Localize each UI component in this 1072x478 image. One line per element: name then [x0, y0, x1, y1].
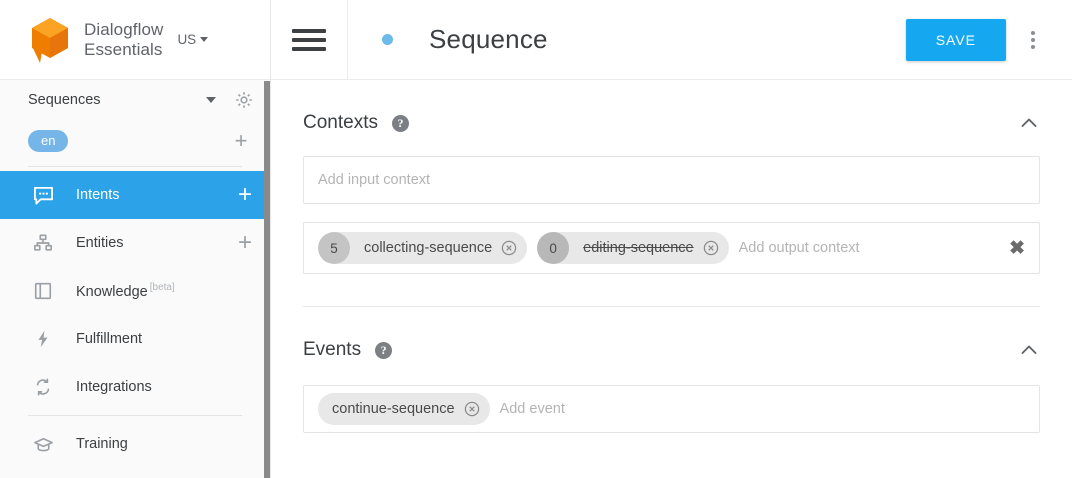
output-context-chip[interactable]: 0 editing-sequence — [537, 232, 729, 264]
events-section: Events ? continue-sequence — [303, 307, 1040, 433]
caret-down-icon[interactable] — [206, 97, 216, 103]
language-chip-en[interactable]: en — [28, 130, 69, 152]
sidebar-item-fulfillment[interactable]: Fulfillment — [0, 315, 270, 363]
help-circle-icon[interactable]: ? — [391, 114, 409, 132]
brand-name: Dialogflow Essentials — [84, 20, 163, 60]
event-placeholder: Add event — [499, 401, 565, 417]
language-row: en + — [0, 120, 270, 162]
circle-x-icon[interactable] — [703, 240, 719, 256]
chevron-up-icon[interactable] — [1018, 112, 1040, 134]
sidebar-item-label: Training — [76, 436, 128, 452]
sidebar-item-entities[interactable]: Entities + — [0, 219, 270, 267]
add-language-button[interactable]: + — [234, 128, 248, 153]
circle-x-icon[interactable] — [464, 401, 480, 417]
sidebar-item-integrations[interactable]: Integrations — [0, 363, 270, 411]
sidebar-item-knowledge[interactable]: Knowledge[beta] — [0, 267, 270, 315]
enabled-status-dot — [382, 34, 393, 45]
brand-name-line1: Dialogflow — [84, 19, 164, 39]
section-divider — [303, 306, 1040, 307]
title-area: Sequence — [348, 24, 906, 55]
save-button[interactable]: SAVE — [905, 18, 1006, 61]
output-context-field[interactable]: 5 collecting-sequence 0 editing-sequence — [303, 222, 1040, 274]
content-area: Contexts ? Add input context 5 collectin… — [271, 80, 1072, 433]
context-name: collecting-sequence — [364, 240, 493, 256]
input-context-placeholder: Add input context — [318, 172, 431, 188]
help-circle-icon[interactable]: ? — [375, 341, 393, 359]
agent-name: Sequences — [28, 92, 101, 108]
close-x-icon[interactable]: ✖ — [1009, 237, 1025, 259]
event-name: continue-sequence — [332, 401, 455, 417]
sidebar-item-label: Integrations — [76, 379, 152, 395]
events-field[interactable]: continue-sequence Add event — [303, 385, 1040, 433]
events-title: Events — [303, 339, 362, 360]
top-bar: Sequence SAVE — [271, 0, 1072, 80]
sidebar-scrollbar-thumb[interactable] — [264, 81, 270, 478]
sidebar-item-label: Fulfillment — [76, 331, 143, 347]
region-selector[interactable]: US — [177, 32, 209, 47]
lifespan-badge[interactable]: 0 — [537, 232, 570, 264]
sidebar-item-label: Intents — [76, 187, 120, 203]
graduation-cap-icon — [32, 433, 54, 455]
circle-x-icon[interactable] — [501, 240, 517, 256]
context-name: editing-sequence — [583, 240, 694, 256]
kebab-menu-icon[interactable] — [1012, 19, 1054, 61]
sync-arrows-icon — [32, 376, 54, 398]
event-chip[interactable]: continue-sequence — [318, 393, 490, 425]
output-context-chip[interactable]: 5 collecting-sequence — [318, 232, 528, 264]
sidebar-scrollbar[interactable] — [264, 81, 270, 478]
region-label: US — [177, 32, 197, 47]
speech-bubble-icon — [32, 184, 54, 206]
brand-header: Dialogflow Essentials US — [0, 0, 270, 80]
book-icon — [32, 280, 54, 302]
gear-icon[interactable] — [234, 90, 254, 110]
lightning-bolt-icon — [32, 328, 54, 350]
sidebar: Dialogflow Essentials US Sequences en + — [0, 0, 271, 478]
sidebar-item-label: Entities — [76, 235, 124, 251]
sidebar-divider — [28, 166, 242, 167]
contexts-section: Contexts ? Add input context 5 collectin… — [303, 80, 1040, 307]
sidebar-divider-2 — [28, 415, 242, 416]
sidebar-item-label: Knowledge[beta] — [76, 282, 175, 300]
main-panel: Sequence SAVE Contexts ? — [271, 0, 1072, 478]
output-context-placeholder: Add output context — [738, 240, 860, 256]
input-context-field[interactable]: Add input context — [303, 156, 1040, 204]
contexts-header: Contexts ? — [303, 106, 1040, 140]
lifespan-badge[interactable]: 5 — [318, 232, 350, 264]
caret-down-icon — [200, 37, 209, 42]
chevron-up-icon[interactable] — [1018, 339, 1040, 361]
sidebar-item-training[interactable]: Training — [0, 420, 270, 468]
events-header: Events ? — [303, 333, 1040, 367]
sitemap-icon — [32, 232, 54, 254]
beta-badge: [beta] — [149, 282, 175, 294]
agent-selector[interactable]: Sequences — [0, 80, 270, 120]
add-entity-button[interactable]: + — [237, 229, 252, 256]
contexts-title: Contexts — [303, 112, 378, 133]
brand-name-line2: Essentials — [84, 39, 163, 59]
hamburger-menu-icon[interactable] — [271, 0, 347, 79]
page-title: Sequence — [429, 24, 548, 54]
topbar-separator — [347, 0, 348, 80]
sidebar-item-intents[interactable]: Intents + — [0, 171, 270, 219]
add-intent-button[interactable]: + — [237, 181, 252, 208]
dialogflow-cube-logo — [28, 16, 72, 64]
